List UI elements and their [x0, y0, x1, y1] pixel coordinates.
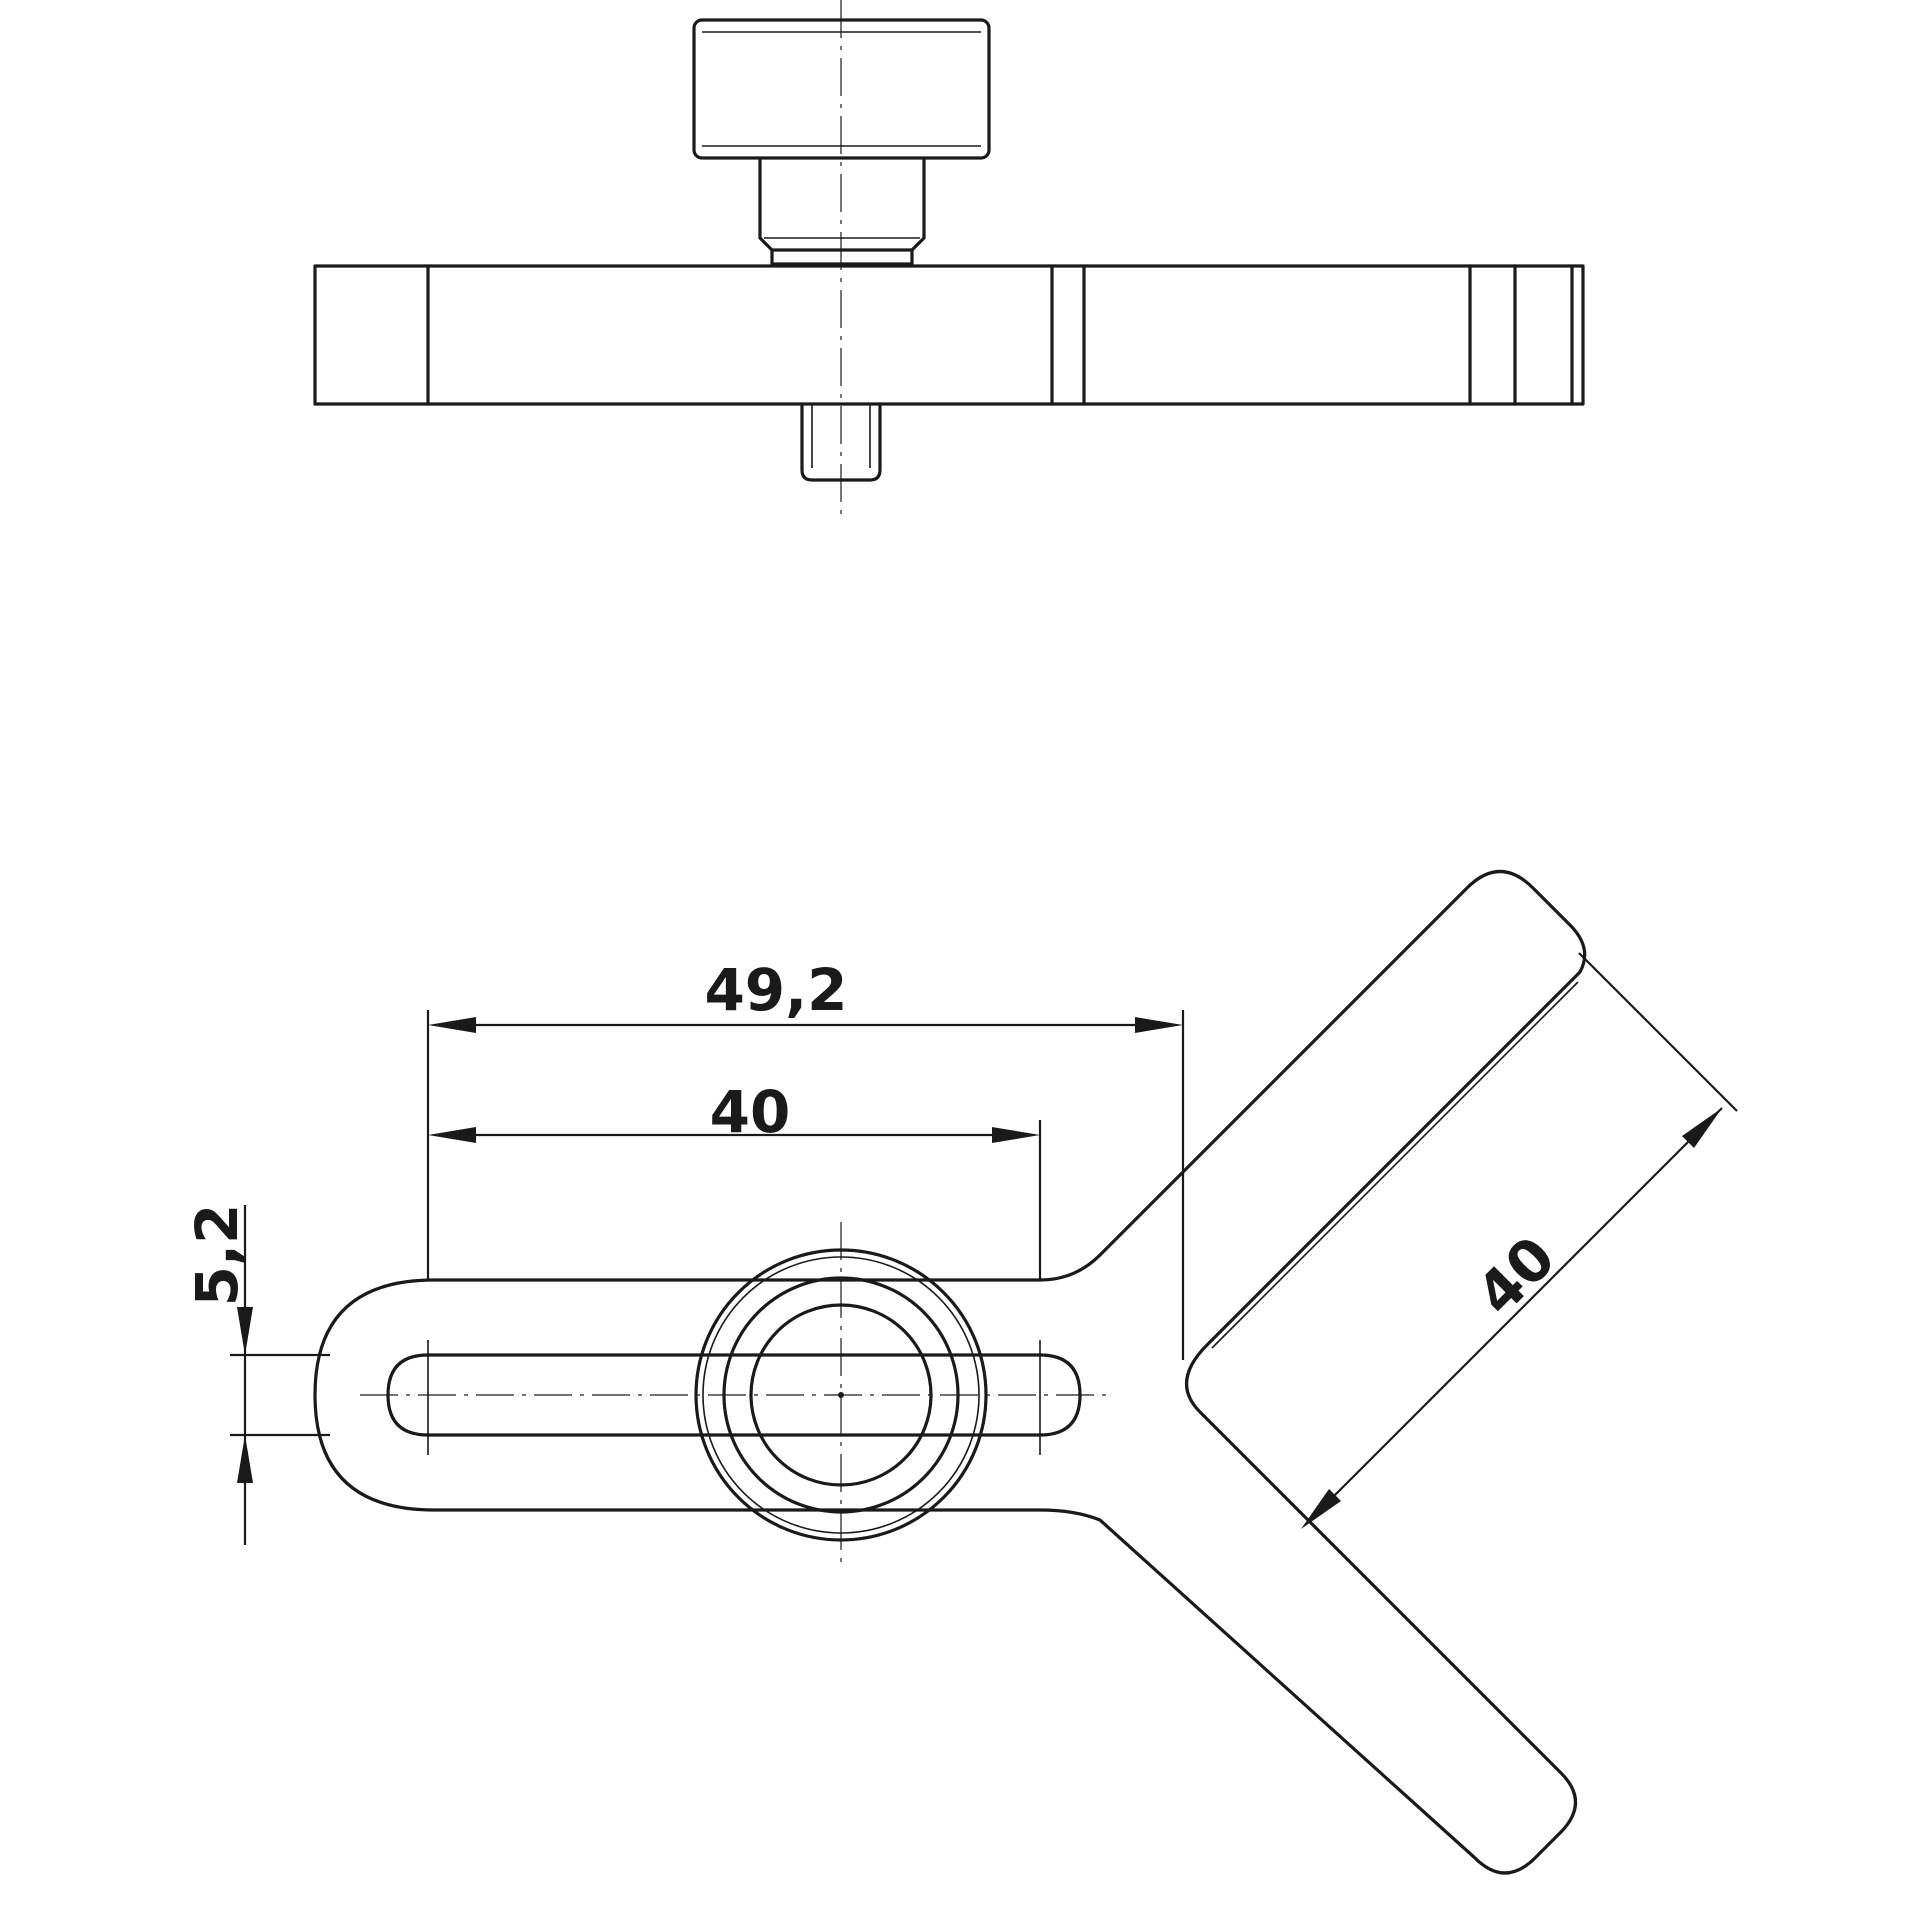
plate-side: [313, 264, 1585, 406]
arrowhead: [1135, 1017, 1183, 1033]
arrowhead: [237, 1435, 253, 1483]
arrowhead: [428, 1017, 476, 1033]
arm-bevel: [1211, 981, 1579, 1349]
dimension-overall-width: 49,2: [704, 956, 847, 1024]
knob-neck: [758, 156, 926, 252]
arrowhead: [237, 1307, 253, 1355]
extension-line: [1578, 952, 1738, 1112]
arrowhead: [1301, 1489, 1341, 1529]
side-view: [313, 0, 1585, 515]
dimension-slot-width: 5,2: [183, 1204, 251, 1307]
dimension-line-arm-width: [1307, 1107, 1723, 1523]
arrowhead: [428, 1127, 476, 1143]
arrowhead: [1682, 1108, 1722, 1148]
dimension-slot-length: 40: [710, 1078, 791, 1146]
dimension-arm-width: 40: [1463, 1223, 1568, 1328]
knob-collar: [770, 248, 914, 266]
arrowhead: [992, 1127, 1040, 1143]
body-outline: [313, 869, 1587, 1875]
dimensions: 49,2 40 5,2 40: [183, 952, 1738, 1545]
plan-view: [313, 869, 1587, 1875]
